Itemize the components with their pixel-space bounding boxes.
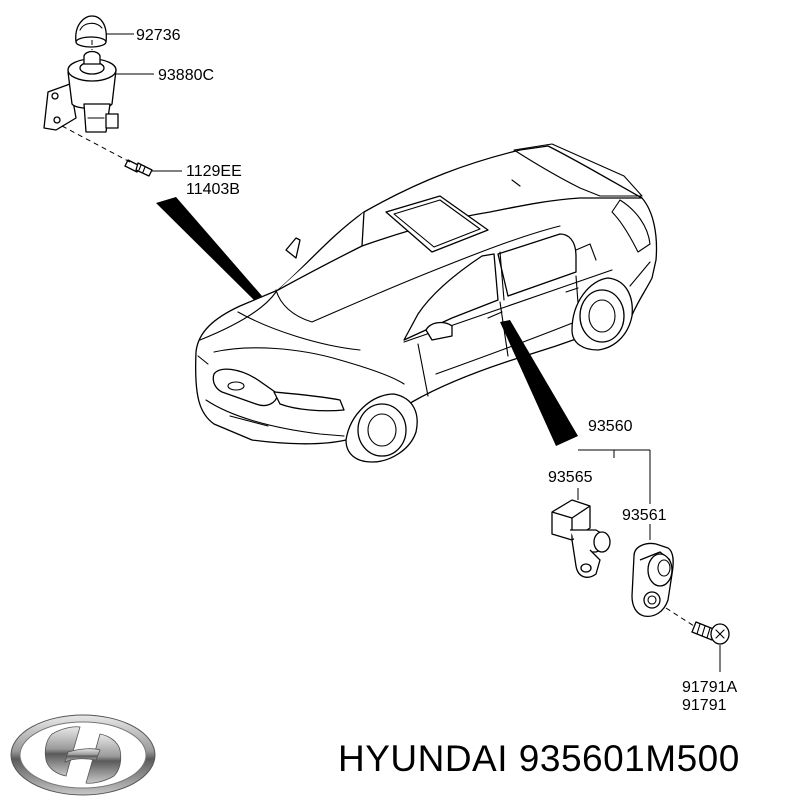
hood-switch-assembly [43,15,153,177]
label-92736: 92736 [136,27,181,44]
door-switch-leaders [577,449,721,672]
door-switch-boot-93561-part [631,542,674,618]
pointer-wedge-hood [156,197,262,300]
top-leaders [106,33,182,172]
label-93565: 93565 [548,469,593,486]
label-93560: 93560 [588,418,633,435]
part-number-caption: HYUNDAI 935601M500 [338,738,740,779]
label-93561: 93561 [622,507,667,524]
label-1129ee: 1129EE [186,163,242,180]
screw-part [665,607,730,645]
label-11403b: 11403B [186,181,240,198]
hood-switch-part [43,50,119,133]
label-91791a: 91791A [682,679,737,696]
hyundai-logo [10,714,156,796]
part-labels: 92736 93880C 1129EE 11403B 93560 93565 9… [136,27,737,714]
bolt-part [124,159,153,177]
pointer-wedge-door [500,320,578,446]
car-illustration [194,143,658,463]
label-91791: 91791 [682,697,727,714]
label-93880c: 93880C [158,67,214,84]
rubber-cap-part [75,15,107,48]
door-switch-93565-part [551,499,611,578]
